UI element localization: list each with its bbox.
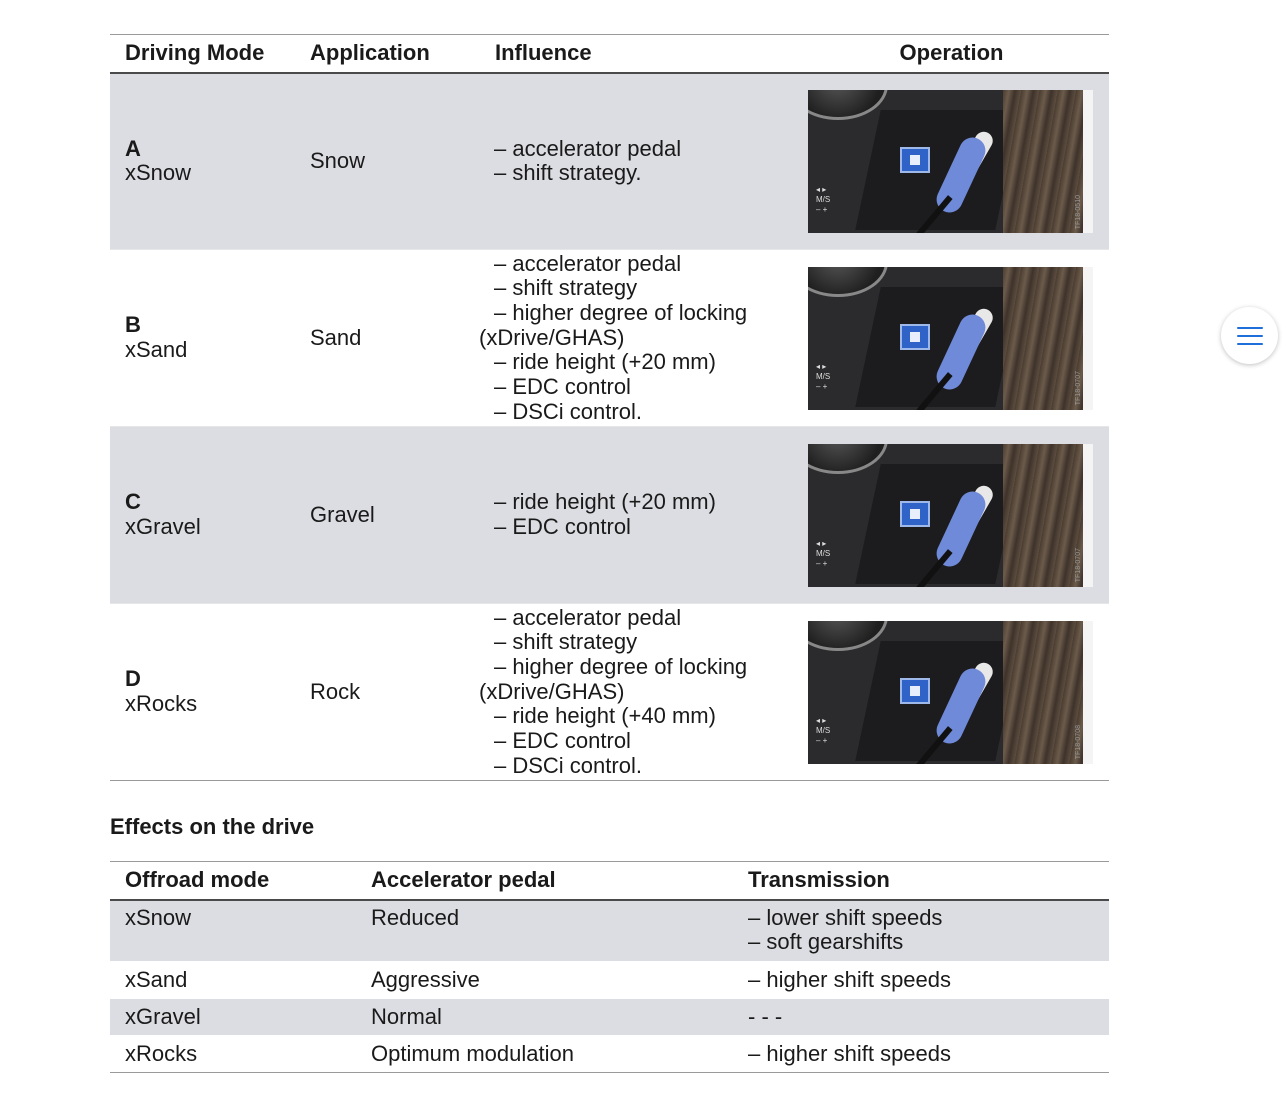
header-offroad-mode: Offroad mode (110, 861, 356, 901)
application-cell: Snow (294, 72, 479, 250)
influence-item: – accelerator pedal (494, 135, 682, 161)
photo-code: TF18-0707 (1075, 548, 1083, 583)
influence-item: – higher degree of locking (494, 299, 748, 325)
offroad-mode-cell: xGravel (110, 998, 356, 1036)
offroad-button-icon (900, 146, 930, 173)
table-row: xSnow Reduced – lower shift speeds– soft… (110, 899, 1109, 962)
accelerator-pedal-cell: Normal (356, 998, 733, 1036)
offroad-button-icon (900, 500, 930, 527)
mode-letter: B (125, 312, 141, 338)
influence-item: – DSCi control. (494, 398, 642, 424)
influence-item: – shift strategy (494, 629, 638, 655)
photo-code: TF18-0707 (1075, 371, 1083, 406)
effects-table-header: Offroad mode Accelerator pedal Transmiss… (110, 861, 1109, 901)
effects-title: Effects on the drive (110, 814, 315, 839)
operation-cell: ◂ ▸M/S– + TF18-0708 (794, 603, 1109, 781)
influence-item: (xDrive/GHAS) (479, 324, 625, 350)
application-cell: Gravel (294, 426, 479, 604)
transmission-cell: – higher shift speeds (733, 1035, 1109, 1073)
controller-photo: ◂ ▸M/S– + TF18-0707 (808, 443, 1093, 587)
transmission-cell: – higher shift speeds (733, 961, 1109, 999)
offroad-button-icon (900, 323, 930, 350)
mode-letter: C (125, 489, 141, 515)
photo-code: TF18-0510 (1075, 194, 1083, 229)
application-cell: Rock (294, 603, 479, 781)
accelerator-pedal-cell: Aggressive (356, 961, 733, 999)
influence-item: – EDC control (494, 514, 631, 539)
transmission-item: – higher shift speeds (748, 1040, 952, 1066)
accelerator-pedal-cell: Optimum modulation (356, 1035, 733, 1073)
controller-photo: ◂ ▸M/S– + TF18-0510 (808, 89, 1093, 233)
transmission-cell: - - - (733, 998, 1109, 1036)
offroad-button-icon (900, 677, 930, 704)
table-row: xGravel Normal - - - (110, 998, 1109, 1036)
mode-name: xRocks (125, 691, 198, 716)
controller-photo: ◂ ▸M/S– + TF18-0708 (808, 620, 1093, 764)
driving-modes-table: Driving Mode Application Influence Opera… (110, 34, 1109, 781)
table-row: C xGravel Gravel – ride height (+20 mm)–… (110, 426, 1109, 604)
header-operation: Operation (794, 34, 1109, 74)
operation-cell: ◂ ▸M/S– + TF18-0707 (794, 249, 1109, 427)
influence-item: – shift strategy (494, 275, 638, 301)
mode-name: xSnow (125, 160, 192, 186)
table-row: B xSand Sand – accelerator pedal– shift … (110, 249, 1109, 427)
influence-item: – EDC control (494, 374, 631, 400)
controller-photo: ◂ ▸M/S– + TF18-0707 (808, 266, 1093, 410)
accelerator-pedal-cell: Reduced (356, 899, 733, 962)
influence-cell: – accelerator pedal– shift strategy– hig… (479, 603, 794, 781)
influence-item: – ride height (+20 mm) (494, 489, 716, 515)
operation-cell: ◂ ▸M/S– + TF18-0707 (794, 426, 1109, 604)
influence-item: – accelerator pedal (494, 604, 682, 630)
influence-cell: – ride height (+20 mm)– EDC control (479, 426, 794, 604)
header-driving-mode: Driving Mode (110, 34, 294, 74)
photo-code: TF18-0708 (1075, 725, 1083, 760)
influence-item: – higher degree of locking (494, 653, 748, 679)
offroad-mode-cell: xSand (110, 961, 356, 999)
header-accelerator-pedal: Accelerator pedal (356, 861, 733, 901)
mode-letter: D (125, 666, 141, 692)
mode-letter: A (125, 135, 141, 161)
header-influence: Influence (479, 34, 794, 74)
influence-item: – EDC control (494, 728, 631, 754)
header-application: Application (294, 34, 479, 74)
modes-table-header: Driving Mode Application Influence Opera… (110, 34, 1109, 74)
offroad-mode-cell: xRocks (110, 1035, 356, 1073)
application-cell: Sand (294, 249, 479, 427)
mode-name: xGravel (125, 514, 201, 539)
influence-item: – ride height (+40 mm) (494, 703, 716, 729)
transmission-item: – higher shift speeds (748, 966, 952, 992)
transmission-item: - - - (748, 1003, 783, 1029)
effects-table: Offroad mode Accelerator pedal Transmiss… (110, 861, 1109, 1073)
influence-cell: – accelerator pedal– shift strategy– hig… (479, 249, 794, 427)
menu-button[interactable] (1221, 307, 1278, 364)
driving-mode-cell: A xSnow (110, 72, 294, 250)
influence-item: – ride height (+20 mm) (494, 349, 716, 375)
mode-name: xSand (125, 337, 188, 362)
operation-cell: ◂ ▸M/S– + TF18-0510 (794, 72, 1109, 250)
offroad-mode-cell: xSnow (110, 899, 356, 962)
header-transmission: Transmission (733, 861, 1109, 901)
hamburger-menu-icon (1236, 326, 1263, 346)
influence-cell: – accelerator pedal– shift strategy. (479, 72, 794, 250)
table-row: D xRocks Rock – accelerator pedal– shift… (110, 603, 1109, 781)
influence-item: – DSCi control. (494, 752, 642, 778)
driving-mode-cell: C xGravel (110, 426, 294, 604)
table-row: A xSnow Snow – accelerator pedal– shift … (110, 72, 1109, 250)
transmission-item: – lower shift speeds (748, 904, 943, 930)
table-row: xSand Aggressive – higher shift speeds (110, 961, 1109, 999)
transmission-cell: – lower shift speeds– soft gearshifts (733, 899, 1109, 962)
driving-mode-cell: B xSand (110, 249, 294, 427)
influence-item: – shift strategy. (494, 160, 642, 186)
influence-item: – accelerator pedal (494, 250, 682, 276)
driving-mode-cell: D xRocks (110, 603, 294, 781)
transmission-item: – soft gearshifts (748, 929, 904, 955)
influence-item: (xDrive/GHAS) (479, 678, 625, 704)
table-row: xRocks Optimum modulation – higher shift… (110, 1035, 1109, 1073)
